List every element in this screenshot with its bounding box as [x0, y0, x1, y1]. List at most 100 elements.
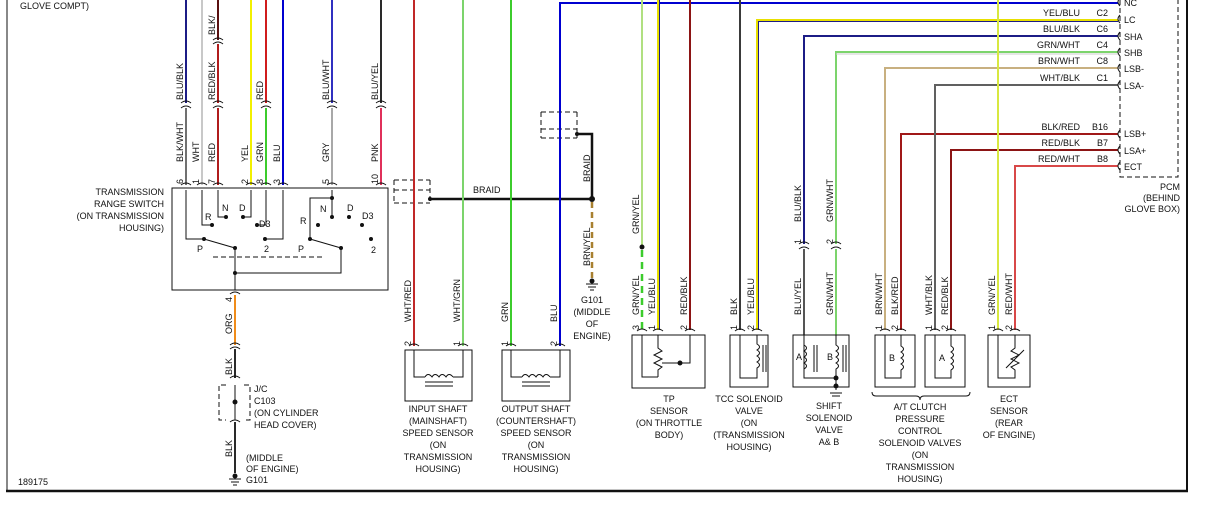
clutch-pins-3-label: 2: [940, 325, 950, 330]
figure-id: 189175: [18, 477, 48, 487]
output-shaft-sensor: GRN BLU 1 2 OUTPUT SHAFT(COUNTERSHAFT)SP…: [496, 0, 1118, 474]
braid-label_v-label: BRAID: [582, 154, 592, 182]
output_shaft-wires-1-label: BLU: [549, 304, 559, 322]
clutch-coils-0-label: B: [889, 353, 895, 363]
pcm-rows-1-wire-label: YEL/BLU: [1043, 8, 1080, 18]
pcm-rows-2-wire-label: BLU/BLK: [1043, 24, 1080, 34]
range_switch-lower_wires-4-label: GRN: [255, 142, 265, 162]
output_shaft-label-0-label: OUTPUT SHAFT: [502, 404, 571, 414]
tp_sensor-label-2-label: (ON THROTTLE: [636, 418, 702, 428]
pcm-rows-8-wire-label: RED/WHT: [1038, 154, 1080, 164]
pcm-rows-5-cavity-label: C1: [1096, 73, 1108, 83]
clutch-coils-1-label: A: [939, 353, 945, 363]
range_switch-lower_wires-2-label: RED: [207, 142, 217, 162]
tp_sensor-pins-0-label: 3: [631, 325, 641, 330]
tcc-label-4-label: HOUSING): [727, 442, 772, 452]
pcm-rows-0-terminal-label: NC: [1124, 0, 1137, 8]
shift-coils-0-label: A: [796, 352, 802, 362]
input_shaft-pins-1-label: 1: [452, 341, 462, 346]
tp_sensor-pins-1-label: 1: [647, 325, 657, 330]
output_shaft-wires-0-label: GRN: [500, 302, 510, 322]
pcm-rows-3-terminal-label: SHB: [1124, 48, 1143, 58]
ground_path-ground-2-label: G101: [246, 475, 268, 485]
pcm-rows-3-cavity-label: C4: [1096, 40, 1108, 50]
input_shaft-label-3-label: (ON: [430, 440, 447, 450]
input_shaft-label-4-label: TRANSMISSION: [404, 452, 473, 462]
braid-drain-label: BRN/YEL: [582, 227, 592, 266]
pcm-label-1-label: (BEHIND: [1143, 193, 1181, 203]
range-switch-title: TRANSMISSION RANGE SWITCH (ON TRANSMISSI…: [77, 187, 164, 233]
output_shaft-pins-0-label: 1: [500, 341, 510, 346]
clutch-label-4-label: (ON: [912, 450, 929, 460]
range_switch-positions-5-label: 2: [264, 244, 269, 254]
range-switch-connectors: [180, 37, 387, 186]
output_shaft-label-5-label: HOUSING): [514, 464, 559, 474]
braid-ground-1-label: (MIDDLE: [573, 307, 610, 317]
tcc-pins-0-label: 1: [729, 325, 739, 330]
tp_sensor-pins-2-label: 2: [679, 325, 689, 330]
ground_path-jc-1-label: C103: [254, 396, 276, 406]
ect-pins-0-label: 1: [987, 325, 997, 330]
ground_path-wires-2-label: BLK: [224, 440, 234, 457]
range_switch-positions-7-label: N: [320, 204, 327, 214]
clutch-label-3-label: SOLENOID VALVES: [879, 438, 962, 448]
range_switch-title-0-label: TRANSMISSION: [95, 187, 164, 197]
clutch-label-2-label: CONTROL: [898, 426, 942, 436]
range-switch-box: [171, 187, 389, 291]
pcm-rows-7-cavity-label: B7: [1097, 138, 1108, 148]
clutch-pins-0-label: 1: [874, 325, 884, 330]
ground_path-ground-0-label: (MIDDLE: [246, 453, 283, 463]
shift-label-1-label: SOLENOID: [806, 413, 853, 423]
clutch-wires-2-label: WHT/BLK: [924, 275, 934, 315]
shift-upper-0-label: BLU/BLK: [793, 185, 803, 222]
clutch-pins-2-label: 1: [924, 325, 934, 330]
shift-upper-1-label: GRN/WHT: [825, 179, 835, 222]
ground-path: 4 ORG BLK BLK J/C C103 (ON CYLINDER HEAD…: [218, 291, 319, 486]
pcm-rows-1-cavity-label: C2: [1096, 8, 1108, 18]
range_switch-positions-1-label: N: [222, 203, 229, 213]
input_shaft-wires-0-label: WHT/RED: [403, 280, 413, 322]
range_switch-pins-6-label: 5: [321, 179, 331, 184]
pcm-rows-5-wire-label: WHT/BLK: [1040, 73, 1080, 83]
shift-pins-1-label: 2: [825, 239, 835, 244]
braid-label_h-label: BRAID: [473, 185, 501, 195]
ect-label-3-label: OF ENGINE): [983, 430, 1036, 440]
shift-label-2-label: VALVE: [815, 425, 843, 435]
clutch-wires-1-label: BLK/RED: [890, 276, 900, 315]
tp_sensor-label-1-label: SENSOR: [650, 406, 689, 416]
tp-sensor: GRN/YEL GRN/YEL YEL/BLU RED/BLK 3 1 2 TP…: [631, 0, 706, 440]
ground_path-wires-0-label: ORG: [224, 313, 234, 334]
pcm-rows-4-wire-label: BRN/WHT: [1038, 56, 1080, 66]
clutch-wires-3-label: RED/BLK: [940, 276, 950, 315]
pcm-rows-8-cavity-label: B8: [1097, 154, 1108, 164]
ground_path-ground-1-label: OF ENGINE): [246, 464, 299, 474]
range_switch-lower_wires-3-label: YEL: [240, 145, 250, 162]
pcm-label-2-label: GLOVE BOX): [1124, 204, 1180, 214]
range_switch-positions-3-label: D3: [259, 219, 271, 229]
tp_sensor-wires-2-label: RED/BLK: [679, 276, 689, 315]
range_switch-positions-2-label: D: [239, 203, 246, 213]
top-fragment-text: GLOVE COMPT): [20, 1, 89, 11]
input_shaft-pins-0-label: 2: [403, 341, 413, 346]
output_shaft-label-1-label: (COUNTERSHAFT): [496, 416, 576, 426]
ground_path-jc-0-label: J/C: [254, 384, 268, 394]
range_switch-title-3-label: HOUSING): [119, 223, 164, 233]
pcm-rows-8-terminal-label: ECT: [1124, 162, 1143, 172]
pcm-rows-6-terminal-label: LSB+: [1124, 129, 1146, 139]
tp_sensor-wires-0-label: GRN/YEL: [631, 275, 641, 315]
output_shaft-label-4-label: TRANSMISSION: [502, 452, 571, 462]
pcm-rows-2-terminal-label: SHA: [1124, 32, 1143, 42]
clutch-label-5-label: TRANSMISSION: [886, 462, 955, 472]
pcm-rows-6-wire-label: BLK/RED: [1041, 122, 1080, 132]
tcc-wires-1-label: YEL/BLU: [746, 278, 756, 315]
input_shaft-wires-1-label: WHT/GRN: [452, 279, 462, 322]
pcm-rows-7-wire-label: RED/BLK: [1041, 138, 1080, 148]
ground_path-jc-3-label: HEAD COVER): [254, 420, 317, 430]
range_switch-pins-3-label: 2: [240, 179, 250, 184]
output_shaft-pins-1-label: 2: [549, 341, 559, 346]
range_switch-upper_wires-1-label: BLK/: [207, 15, 217, 35]
range_switch-upper_wires-4-label: BLU/WHT: [321, 59, 331, 100]
pcm-rows-4-cavity-label: C8: [1096, 56, 1108, 66]
